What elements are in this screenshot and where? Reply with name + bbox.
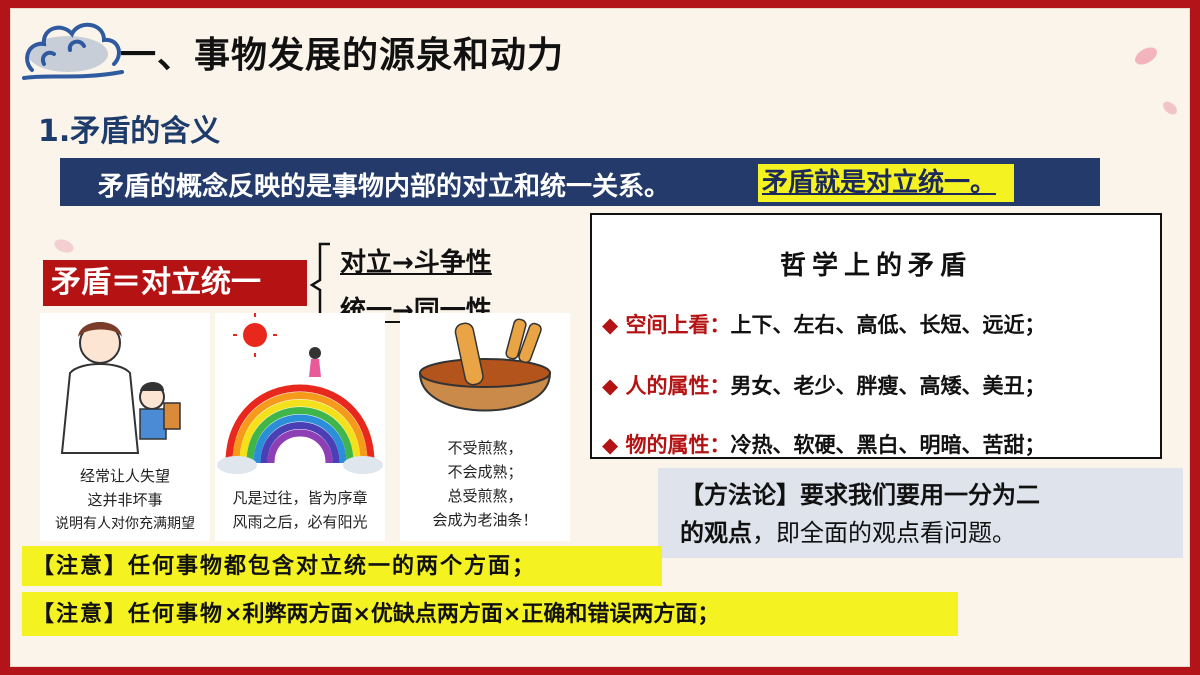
scolding-mother-illustration xyxy=(60,322,181,454)
note-2-label: 【注意】 xyxy=(32,601,129,627)
row-text: 冷热、软硬、黑白、明暗、苦甜； xyxy=(730,433,1046,457)
philosophy-contradiction-box: 哲学上的矛盾 ◆ 空间上看：上下、左右、高低、长短、远近； ◆ 人的属性：男女、… xyxy=(590,213,1162,459)
relation-opposition: 对立→斗争性 xyxy=(340,248,492,278)
petal-decoration-top-right xyxy=(1135,47,1157,65)
row-text: 上下、左右、高低、长短、远近； xyxy=(730,313,1046,337)
cartoon-card-1: 经常让人失望 这并非坏事 说明有人对你充满期望 xyxy=(40,313,210,541)
cartoon-2-caption-line-1: 凡是过往，皆为序章 xyxy=(232,489,368,507)
diamond-bullet-icon: ◆ xyxy=(602,433,619,457)
note-2-rest: ×利弊两方面×优缺点两方面×正确和错误两方面； xyxy=(224,602,720,627)
slide: 一、事物发展的源泉和动力 1.矛盾的含义 矛盾的概念反映的是事物内部的对立和统一… xyxy=(10,8,1190,667)
cartoon-3-caption-line-4: 会成为老油条！ xyxy=(432,511,538,529)
methodology-box: 【方法论】要求我们要用一分为二 的观点，即全面的观点看问题。 xyxy=(658,468,1183,558)
contradiction-equation: 矛盾＝对立统一 xyxy=(43,260,307,306)
row-label: 空间上看： xyxy=(625,313,731,337)
section-subtitle: 1.矛盾的含义 xyxy=(38,114,221,149)
cartoon-3-caption-line-3: 总受煎熬， xyxy=(447,487,523,505)
cartoon-1-caption-line-1: 经常让人失望 xyxy=(79,467,170,485)
philosophy-title: 哲学上的矛盾 xyxy=(779,251,972,281)
note-2: 【注意】任何事物×利弊两方面×优缺点两方面×正确和错误两方面； xyxy=(22,592,958,636)
cartoon-2-caption-line-2: 风雨之后，必有阳光 xyxy=(232,513,368,531)
philosophy-row-things: ◆ 物的属性：冷热、软硬、黑白、明暗、苦甜； xyxy=(602,429,1045,459)
auspicious-cloud-icon xyxy=(22,23,124,80)
methodology-label: 【方法论】 xyxy=(680,480,800,509)
rainbow-sun-illustration xyxy=(217,313,383,474)
philosophy-row-space: ◆ 空间上看：上下、左右、高低、长短、远近； xyxy=(602,309,1045,339)
cartoon-1-caption-line-2: 这并非坏事 xyxy=(87,491,163,509)
cartoon-3-caption-line-1: 不受煎熬， xyxy=(447,439,523,457)
cartoon-card-2: 凡是过往，皆为序章 风雨之后，必有阳光 xyxy=(215,313,385,541)
note-1: 【注意】任何事物都包含对立统一的两个方面； xyxy=(22,546,662,586)
cartoon-3-caption-line-2: 不会成熟； xyxy=(447,463,523,481)
concept-highlight: 矛盾就是对立统一。 xyxy=(758,164,1015,202)
petal-decoration-right xyxy=(1163,101,1177,115)
concept-text: 矛盾的概念反映的是事物内部的对立和统一关系。 xyxy=(98,172,671,202)
row-label: 人的属性： xyxy=(625,374,731,398)
diamond-bullet-icon: ◆ xyxy=(602,374,619,398)
page-title: 一、事物发展的源泉和动力 xyxy=(120,35,565,76)
cartoon-card-3: 不受煎熬， 不会成熟； 总受煎熬， 会成为老油条！ xyxy=(400,313,570,541)
row-text: 男女、老少、胖瘦、高矮、美丑； xyxy=(730,374,1046,398)
note-1-text: 任何事物都包含对立统一的两个方面； xyxy=(128,553,537,579)
methodology-text-2-bold: 的观点 xyxy=(680,518,752,547)
methodology-text-2: ，即全面的观点看问题。 xyxy=(752,519,1016,547)
note-1-label: 【注意】 xyxy=(32,553,129,579)
petal-decoration-left xyxy=(54,239,74,253)
cartoon-1-caption-line-3: 说明有人对你充满期望 xyxy=(55,516,195,532)
methodology-text-1: 要求我们要用一分为二 xyxy=(800,480,1040,509)
diamond-bullet-icon: ◆ xyxy=(602,313,619,337)
fried-dough-pot-illustration xyxy=(418,318,552,412)
philosophy-row-people: ◆ 人的属性：男女、老少、胖瘦、高矮、美丑； xyxy=(602,370,1045,400)
row-label: 物的属性： xyxy=(625,433,731,457)
note-2-text: 任何事物 xyxy=(128,601,225,627)
